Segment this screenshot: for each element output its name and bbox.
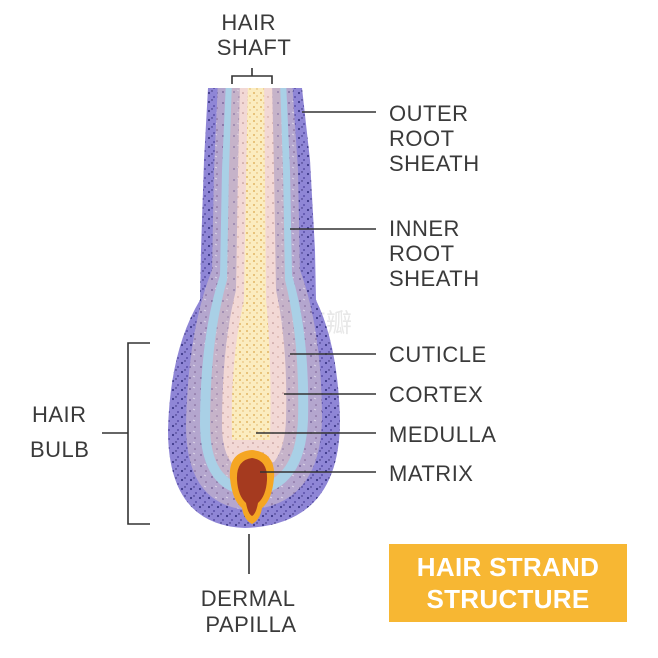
cuticle-label: CUTICLE: [389, 342, 487, 367]
inner-root-sheath-label-line2: ROOT: [389, 241, 454, 266]
svg-text:HAIR BULB: HAIR BULB: [30, 402, 93, 462]
inner-root-sheath-label-line3: SHEATH: [389, 266, 480, 291]
matrix-core: [236, 458, 268, 516]
inner-root-sheath-label-line1: INNER: [389, 216, 460, 241]
title-banner: HAIR STRAND STRUCTURE: [389, 544, 627, 622]
outer-root-sheath-label-line3: SHEATH: [389, 151, 480, 176]
hair-shaft-label-line2: SHAFT: [217, 35, 292, 60]
cortex-label: CORTEX: [389, 382, 483, 407]
svg-text:HAIR SHAFT: HAIR SHAFT: [217, 10, 292, 60]
title-line1: HAIR STRAND: [416, 552, 600, 582]
hair-shaft-label-line1: HAIR: [221, 10, 276, 35]
title-line2: STRUCTURE: [426, 584, 590, 614]
svg-text:INNER ROOT SHEATH: INNER ROOT SHEATH: [389, 216, 480, 291]
medulla-label: MEDULLA: [389, 422, 496, 447]
svg-text:DERMAL PAPILLA: DERMAL PAPILLA: [201, 586, 302, 637]
hair-bulb-label-line1: HAIR: [32, 402, 87, 427]
outer-root-sheath-label-line1: OUTER: [389, 101, 469, 126]
hair-bulb-bracket: [102, 342, 150, 525]
dermal-papilla-label-line1: DERMAL: [201, 586, 295, 611]
hair-bulb-label-line2: BULB: [30, 437, 89, 462]
matrix-label: MATRIX: [389, 461, 473, 486]
dermal-papilla-label-line2: PAPILLA: [205, 612, 296, 637]
svg-text:OUTER ROOT SHEATH: OUTER ROOT SHEATH: [389, 101, 480, 176]
outer-root-sheath-label-line2: ROOT: [389, 126, 454, 151]
hair-shaft-bracket: [231, 68, 273, 84]
